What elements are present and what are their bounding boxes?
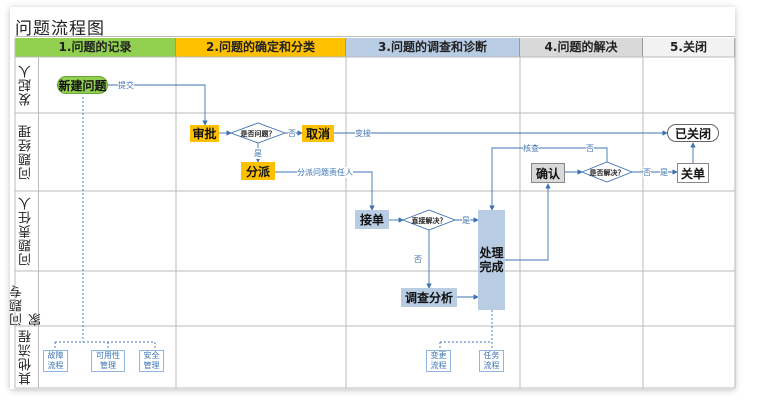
- decision-is-issue-shape: [229, 122, 287, 144]
- node-new-issue: 新建问题: [57, 76, 108, 94]
- decision-solved: 是否解决？: [589, 169, 625, 177]
- lane-label-problem-manager: 问题经理: [15, 113, 39, 191]
- edge-label-assign-owner: 分派问题责任人: [297, 167, 353, 178]
- other-process-availability: 可用性 管理: [91, 350, 125, 372]
- page-title: 问题流程图: [15, 19, 105, 39]
- edge-label-no-1: 否: [288, 128, 296, 139]
- decision-direct-solve-shape: [401, 209, 457, 231]
- phase-header-1: 1.问题的记录: [15, 38, 176, 57]
- other-process-task: 任务 流程: [479, 350, 504, 372]
- node-investigate: 调查分析: [401, 288, 457, 307]
- edge-label-no-4: 否: [643, 167, 651, 178]
- edge-label-yes-1: 是: [254, 148, 262, 159]
- other-process-security: 安全 管理: [139, 350, 164, 372]
- title-divider: [15, 36, 735, 37]
- lane-label-other-processes: 其他流程: [15, 326, 39, 388]
- lane-label-initiator: 发起人: [15, 57, 39, 113]
- other-process-change: 变更 流程: [426, 350, 451, 372]
- other-process-fault: 故障 流程: [43, 350, 68, 372]
- edge-label-no-2: 否: [414, 254, 422, 265]
- edge-label-submit: 提交: [118, 80, 134, 91]
- phase-header-4: 4.问题的解决: [520, 38, 643, 57]
- node-closed: 已关闭: [667, 124, 719, 142]
- node-handle-complete: 处理 完成: [478, 210, 505, 310]
- edge-label-change: 变接: [355, 128, 371, 139]
- phase-header-3: 3.问题的调查和诊断: [346, 38, 520, 57]
- node-confirm: 确认: [531, 163, 565, 183]
- node-cancel: 取消: [302, 125, 334, 142]
- edge-label-yes-2: 是: [462, 215, 470, 226]
- phase-header-2: 2.问题的确定和分类: [176, 38, 346, 57]
- node-approve: 审批: [190, 125, 219, 142]
- lane-label-problem-owner: 问题责任人: [15, 191, 39, 271]
- decision-direct-solve: 直接解决？: [411, 217, 447, 225]
- lane-label-problem-expert: 问题专家: [10, 271, 44, 326]
- node-dispatch: 分派: [241, 162, 275, 180]
- node-close-ticket: 关单: [677, 163, 709, 183]
- edge-label-yes-3: 是: [660, 167, 668, 178]
- node-accept: 接单: [355, 210, 389, 229]
- edge-label-no-3: 否: [586, 143, 594, 154]
- diagram-frame: [10, 7, 735, 389]
- decision-is-issue: 是否问题？: [240, 130, 276, 138]
- edge-label-review: 核查: [523, 143, 539, 154]
- decision-solved-shape: [580, 161, 634, 183]
